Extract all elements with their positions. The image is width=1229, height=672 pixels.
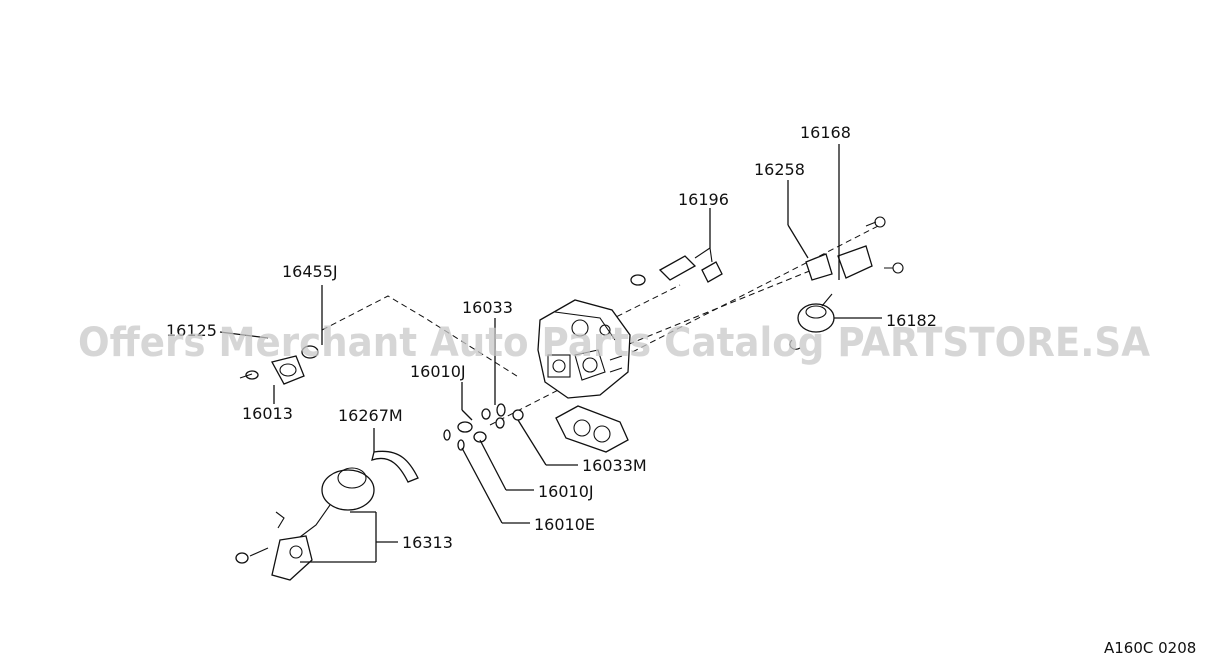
bracket-assembly	[805, 216, 904, 281]
jets-and-washers	[443, 403, 524, 451]
flange-16013	[239, 345, 319, 385]
carburetor-body	[537, 299, 631, 399]
label-16010E: 16010E	[534, 515, 595, 534]
label-16196: 16196	[678, 190, 729, 209]
label-16182: 16182	[886, 311, 937, 330]
gasket-16033M	[555, 405, 629, 453]
dashpot-16182	[789, 293, 835, 350]
label-16313: 16313	[402, 533, 453, 552]
label-16033M: 16033M	[582, 456, 647, 475]
leader-lines	[219, 144, 882, 563]
watermark: Offers Merchant Auto Parts Catalog PARTS…	[78, 320, 1150, 366]
label-16010J-top: 16010J	[410, 362, 466, 381]
label-16033: 16033	[462, 298, 513, 317]
label-16013: 16013	[242, 404, 293, 423]
label-16455J: 16455J	[282, 262, 338, 281]
label-16168: 16168	[800, 123, 851, 142]
label-16267M: 16267M	[338, 406, 403, 425]
label-16010J-bottom: 16010J	[538, 482, 594, 501]
label-16258: 16258	[754, 160, 805, 179]
diagram-code: A160C 0208	[1104, 639, 1196, 657]
hose-16267M	[371, 450, 419, 483]
vacuum-diaphragm-16313	[235, 467, 375, 581]
switch-16196	[630, 247, 723, 286]
label-16125: 16125	[166, 321, 217, 340]
